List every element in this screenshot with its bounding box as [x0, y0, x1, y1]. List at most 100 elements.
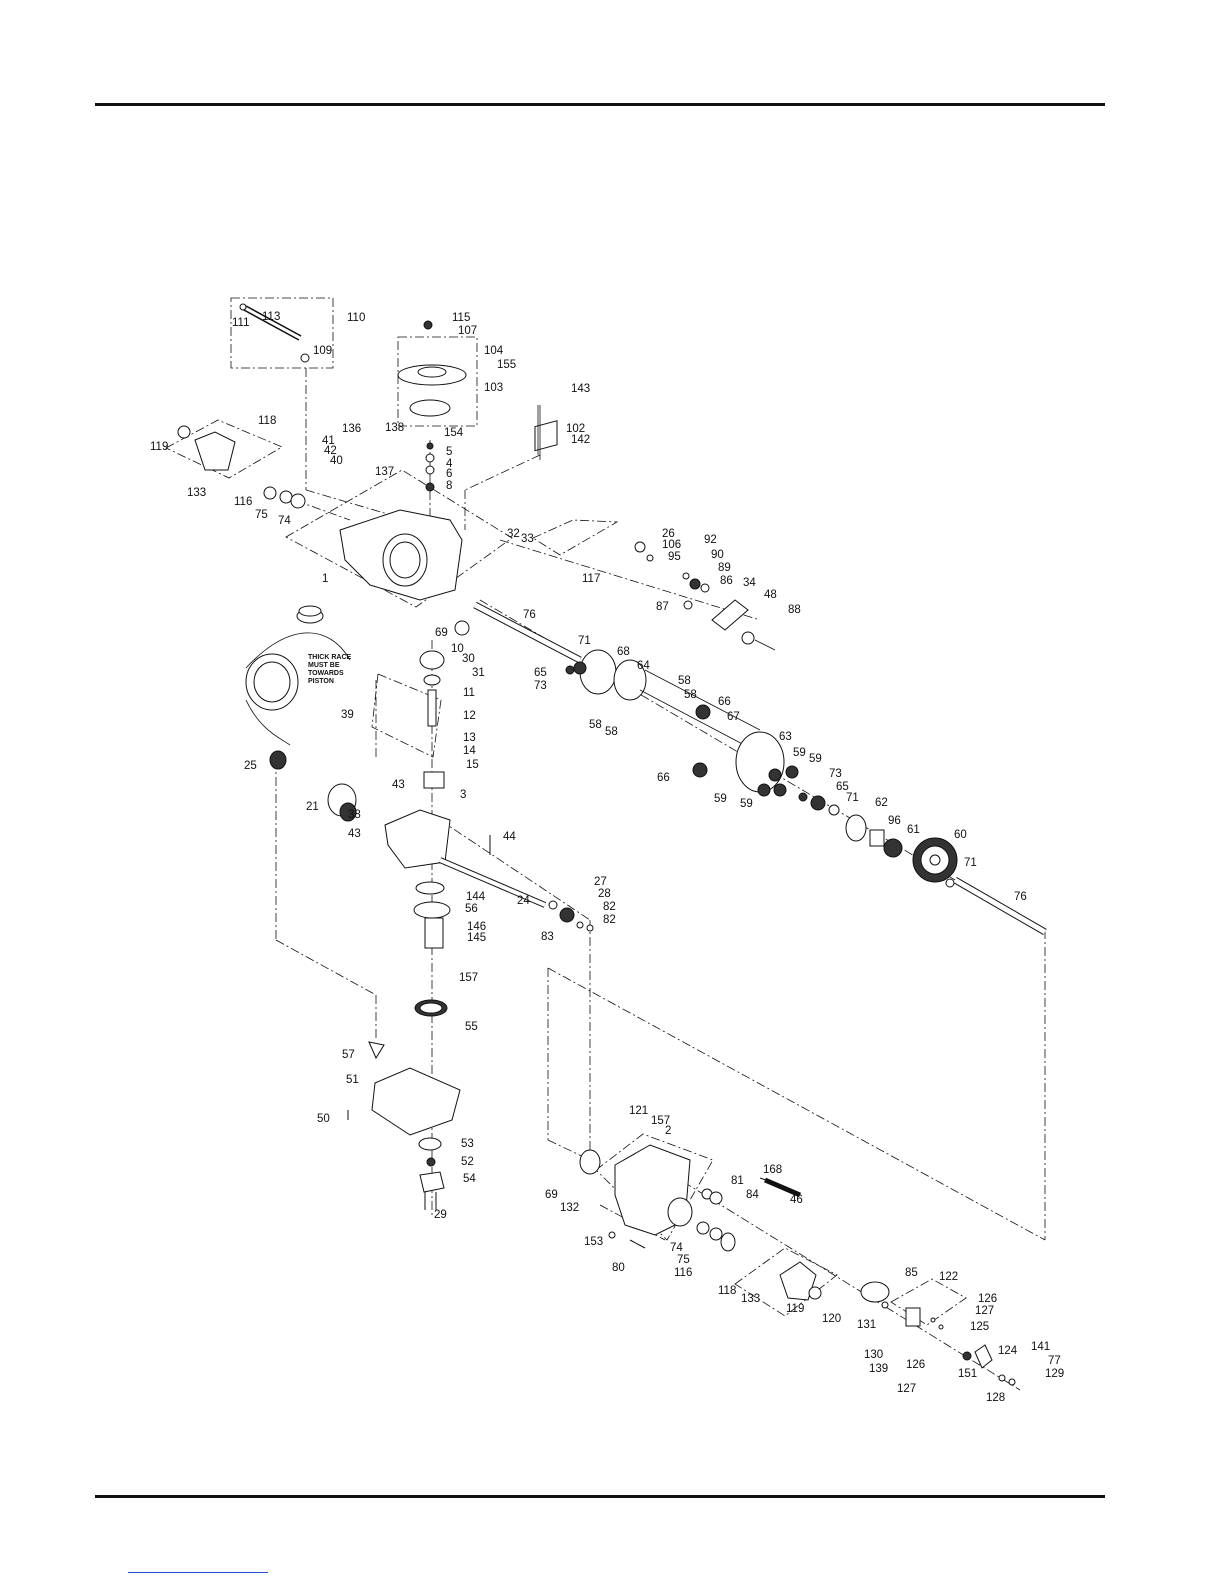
part-label-111: 111 [232, 317, 249, 329]
note-line-1: THICK RACE [308, 654, 351, 661]
part-label-74: 74 [278, 515, 291, 527]
part-label-30: 30 [462, 653, 475, 665]
part-label-82: 82 [603, 914, 616, 926]
part-label-27: 27 [594, 876, 607, 888]
part-label-59: 59 [793, 747, 806, 759]
part-label-43: 43 [392, 779, 405, 791]
part-label-73: 73 [829, 768, 842, 780]
part-label-11: 11 [463, 687, 475, 699]
part-label-154: 154 [444, 427, 464, 439]
part-label-21: 21 [306, 801, 319, 813]
part-label-76: 76 [1014, 891, 1027, 903]
part-label-124: 124 [998, 1345, 1018, 1357]
part-label-31: 31 [472, 667, 485, 679]
part-label-80: 80 [612, 1262, 625, 1274]
part-label-141: 141 [1031, 1341, 1050, 1353]
part-label-129: 129 [1045, 1368, 1064, 1380]
part-label-137: 137 [375, 466, 394, 478]
part-label-25: 25 [244, 760, 257, 772]
part-label-157: 157 [459, 972, 478, 984]
part-label-92: 92 [704, 534, 717, 546]
part-label-44: 44 [503, 831, 516, 843]
part-label-74: 74 [670, 1242, 683, 1254]
part-label-139: 139 [869, 1363, 888, 1375]
part-label-133: 133 [187, 487, 206, 499]
part-label-69: 69 [435, 627, 448, 639]
part-label-6: 6 [446, 468, 452, 480]
part-label-87: 87 [656, 601, 669, 613]
part-label-102: 102 [566, 423, 585, 435]
part-label-58: 58 [605, 726, 618, 738]
part-label-13: 13 [463, 732, 476, 744]
part-label-145: 145 [467, 932, 486, 944]
part-label-138: 138 [385, 422, 404, 434]
part-label-103: 103 [484, 382, 503, 394]
part-label-67: 67 [727, 711, 740, 723]
part-label-56: 56 [465, 903, 478, 915]
part-label-63: 63 [779, 731, 792, 743]
part-label-127: 127 [975, 1305, 994, 1317]
part-label-84: 84 [746, 1189, 759, 1201]
part-label-68: 68 [617, 646, 630, 658]
part-label-51: 51 [346, 1074, 359, 1086]
part-label-10: 10 [451, 643, 464, 655]
part-label-38: 38 [348, 809, 361, 821]
part-label-66: 66 [657, 772, 670, 784]
part-label-32: 32 [507, 528, 520, 540]
part-label-142: 142 [571, 434, 590, 446]
part-label-71: 71 [846, 792, 859, 804]
footer-link-underline[interactable] [128, 1572, 268, 1573]
part-label-73: 73 [534, 680, 547, 692]
part-label-90: 90 [711, 549, 724, 561]
bearing-note: THICK RACE MUST BE TOWARDS PISTON [308, 654, 351, 685]
part-label-40: 40 [330, 455, 343, 467]
part-label-125: 125 [970, 1321, 989, 1333]
part-label-55: 55 [465, 1021, 478, 1033]
part-label-115: 115 [452, 312, 470, 324]
part-label-76: 76 [523, 609, 536, 621]
part-label-131: 131 [857, 1319, 876, 1331]
part-label-61: 61 [907, 824, 920, 836]
part-label-71: 71 [578, 635, 591, 647]
part-label-57: 57 [342, 1049, 355, 1061]
part-label-144: 144 [466, 891, 486, 903]
part-label-43: 43 [348, 828, 361, 840]
part-label-119: 119 [150, 441, 168, 453]
part-label-50: 50 [317, 1113, 330, 1125]
part-label-34: 34 [743, 577, 756, 589]
part-label-106: 106 [662, 539, 681, 551]
part-label-113: 113 [262, 311, 280, 323]
part-label-88: 88 [788, 604, 801, 616]
part-label-133: 133 [741, 1293, 760, 1305]
part-label-83: 83 [541, 931, 554, 943]
part-label-153: 153 [584, 1236, 603, 1248]
part-label-62: 62 [875, 797, 888, 809]
parts [177, 303, 1047, 1386]
part-label-151: 151 [958, 1368, 977, 1380]
part-label-130: 130 [864, 1349, 883, 1361]
part-label-58: 58 [678, 675, 691, 687]
part-label-46: 46 [790, 1194, 803, 1206]
part-label-118: 118 [718, 1285, 736, 1297]
part-label-168: 168 [763, 1164, 782, 1176]
part-label-109: 109 [313, 345, 332, 357]
part-label-127: 127 [897, 1383, 916, 1395]
part-label-48: 48 [764, 589, 777, 601]
part-label-69: 69 [545, 1189, 558, 1201]
part-label-15: 15 [466, 759, 479, 771]
top-rule [95, 103, 1105, 106]
part-label-42: 42 [324, 445, 337, 457]
part-label-39: 39 [341, 709, 354, 721]
part-label-29: 29 [434, 1209, 447, 1221]
part-label-75: 75 [677, 1254, 690, 1266]
part-label-126: 126 [906, 1359, 925, 1371]
part-label-77: 77 [1048, 1355, 1061, 1367]
part-label-28: 28 [598, 888, 611, 900]
part-label-117: 117 [582, 573, 600, 585]
part-label-126: 126 [978, 1293, 997, 1305]
part-label-143: 143 [571, 383, 590, 395]
part-label-120: 120 [822, 1313, 841, 1325]
part-label-96: 96 [888, 815, 901, 827]
part-label-52: 52 [461, 1156, 474, 1168]
